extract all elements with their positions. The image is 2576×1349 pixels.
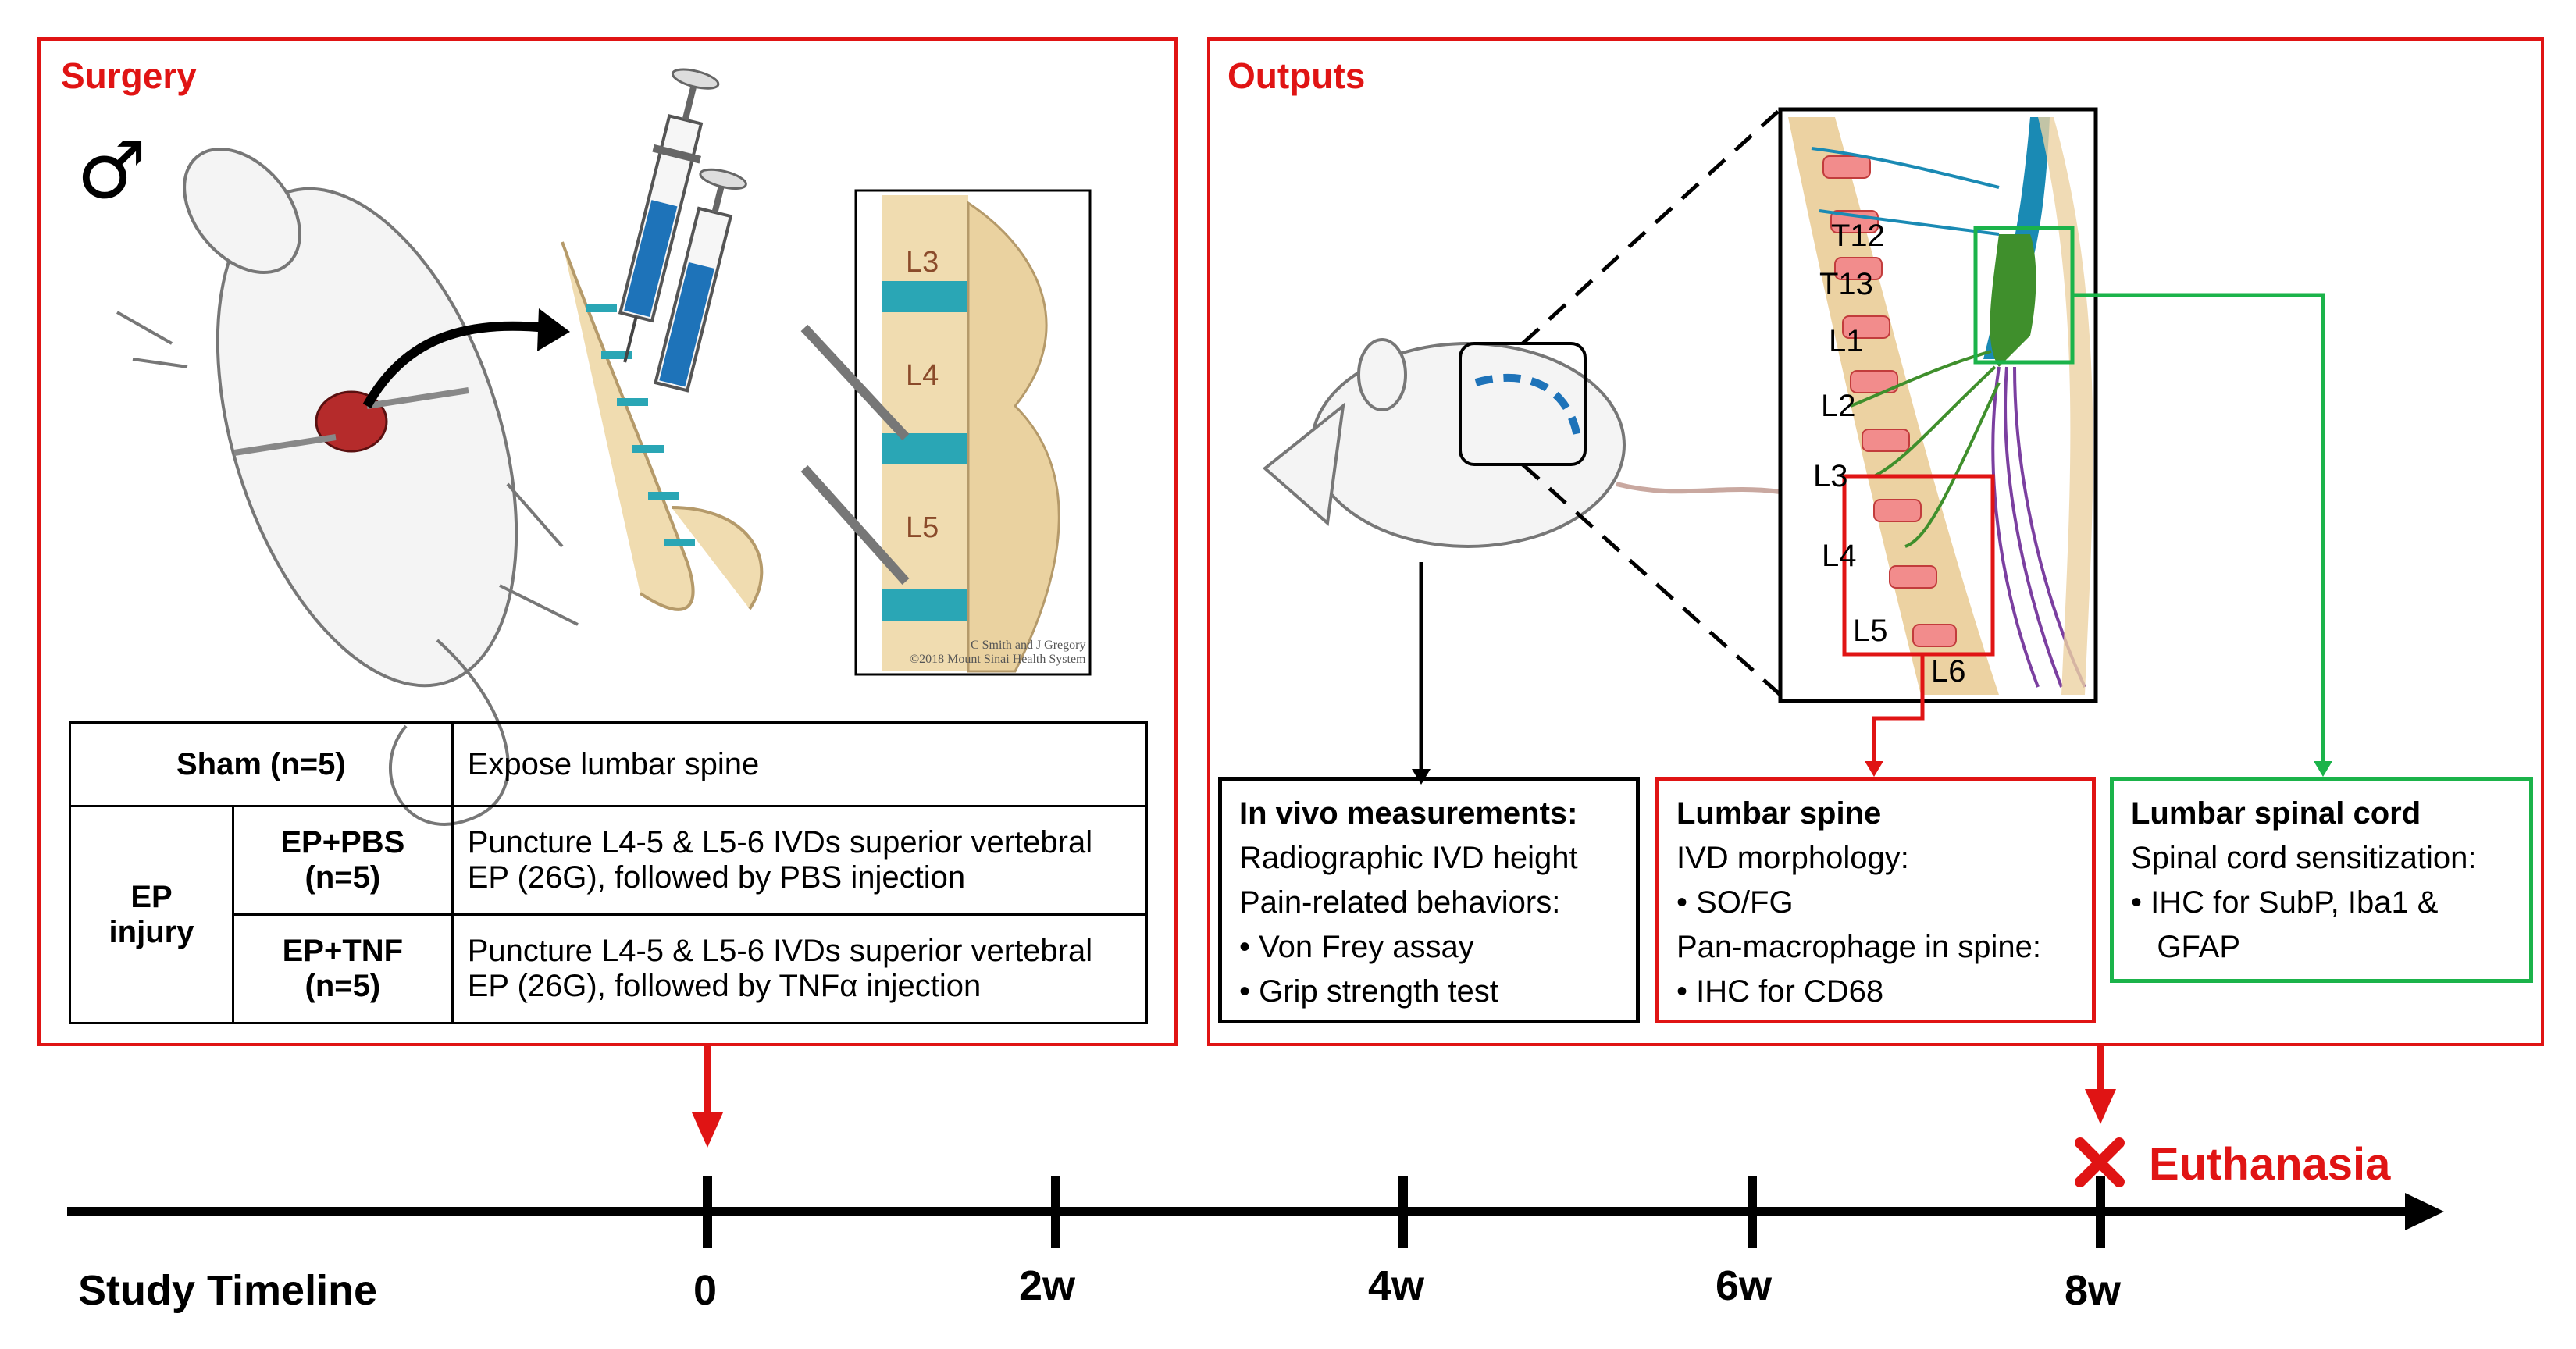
copyright-text: C Smith and J Gregory ©2018 Mount Sinai … bbox=[910, 639, 1086, 666]
procedure-sham: Expose lumbar spine bbox=[451, 721, 1149, 807]
spinal-cord-line: Spinal cord sensitization: bbox=[2131, 841, 2477, 875]
spinal-cord-box: Lumbar spinal cord Spinal cord sensitiza… bbox=[2110, 777, 2533, 983]
in-vivo-line: Pain-related behaviors: bbox=[1239, 885, 1561, 920]
spine-sagittal-illustration bbox=[1788, 117, 2093, 695]
lumbar-spine-line: IVD morphology: bbox=[1676, 841, 1909, 875]
timeline-ticks bbox=[703, 1176, 2105, 1248]
timeline-arrowhead bbox=[2405, 1193, 2444, 1230]
syringe-1-icon bbox=[618, 68, 720, 363]
procedure-line: EP (26G), followed by PBS injection bbox=[467, 860, 966, 895]
lumbar-spine-box: Lumbar spine IVD morphology: • SO/FG Pan… bbox=[1655, 777, 2096, 1023]
table-row: EP+TNF (n=5) Puncture L4-5 & L5-6 IVDs s… bbox=[70, 913, 1149, 1024]
zoom-label-l4: L4 bbox=[906, 359, 939, 392]
tick-label-2w: 2w bbox=[1019, 1262, 1076, 1309]
zoom-label-l5: L5 bbox=[906, 511, 939, 544]
spine-level-l4: L4 bbox=[1822, 539, 1857, 573]
in-vivo-line: • Von Frey assay bbox=[1239, 930, 1474, 964]
spine-level-t12: T12 bbox=[1831, 219, 1885, 253]
euthanasia-cross-icon bbox=[2075, 1137, 2125, 1187]
zoom-line-bottom bbox=[1521, 463, 1782, 696]
outputs-panel bbox=[1207, 37, 2544, 1046]
spine-level-l1: L1 bbox=[1829, 324, 1864, 358]
syringe-2-icon bbox=[654, 168, 747, 393]
curved-arrow bbox=[362, 321, 547, 408]
group-ep-pbs: EP+PBS (n=5) bbox=[232, 805, 454, 916]
tick-label-0: 0 bbox=[693, 1267, 718, 1314]
in-vivo-heading: In vivo measurements: bbox=[1239, 796, 1578, 831]
spine-level-l6: L6 bbox=[1931, 654, 1966, 689]
tick-label-6w: 6w bbox=[1716, 1262, 1773, 1309]
in-vivo-line: Radiographic IVD height bbox=[1239, 841, 1578, 875]
group-table: Sham (n=5) Expose lumbar spine EP injury… bbox=[69, 721, 1149, 1024]
in-vivo-line: • Grip strength test bbox=[1239, 974, 1498, 1009]
lumbar-spine-heading: Lumbar spine bbox=[1676, 796, 1882, 831]
connector-green bbox=[2072, 293, 2325, 763]
lumbar-spine-line: • SO/FG bbox=[1676, 885, 1794, 920]
procedure-ep-tnf: Puncture L4-5 & L5-6 IVDs superior verte… bbox=[451, 913, 1149, 1024]
procedure-line: EP (26G), followed by TNFα injection bbox=[467, 969, 982, 1003]
timeline-pointer-arrows bbox=[692, 1046, 2116, 1148]
spinal-cord-line: GFAP bbox=[2131, 930, 2241, 964]
lumbar-spine-roi bbox=[1842, 474, 1995, 657]
male-symbol-icon: ♂ bbox=[77, 125, 147, 216]
rat-surgery-illustration bbox=[116, 148, 579, 826]
spine-level-l2: L2 bbox=[1821, 389, 1856, 423]
group-ep-tnf: EP+TNF (n=5) bbox=[232, 913, 454, 1024]
procedure-ep-pbs: Puncture L4-5 & L5-6 IVDs superior verte… bbox=[451, 805, 1149, 916]
procedure-line: Puncture L4-5 & L5-6 IVDs superior verte… bbox=[467, 825, 1093, 860]
tick-label-8w: 8w bbox=[2065, 1267, 2122, 1314]
spinal-cord-heading: Lumbar spinal cord bbox=[2131, 796, 2421, 831]
spinal-cord-line: • IHC for SubP, Iba1 & bbox=[2131, 885, 2439, 920]
group-sham: Sham (n=5) bbox=[69, 721, 454, 807]
spine-level-l3: L3 bbox=[1813, 459, 1848, 493]
table-row: Sham (n=5) Expose lumbar spine bbox=[69, 721, 1149, 807]
group-ep-injury: EP injury bbox=[69, 805, 234, 1024]
zoom-spine-illustration bbox=[800, 195, 1060, 673]
spine-level-l5: L5 bbox=[1853, 614, 1888, 648]
timeline-title: Study Timeline bbox=[78, 1267, 378, 1314]
zoom-line-top bbox=[1521, 108, 1782, 345]
connector-red bbox=[1872, 654, 1925, 763]
procedure-line: Puncture L4-5 & L5-6 IVDs superior verte… bbox=[467, 934, 1093, 968]
zoom-label-l3: L3 bbox=[906, 246, 939, 279]
table-row: EP injury EP+PBS (n=5) Puncture L4-5 & L… bbox=[69, 805, 1149, 1024]
lumbar-spine-line: Pan-macrophage in spine: bbox=[1676, 930, 2041, 964]
small-spine-illustration bbox=[561, 241, 764, 611]
surgery-panel bbox=[37, 37, 1178, 1046]
euthanasia-label: Euthanasia bbox=[2149, 1139, 2391, 1190]
lumbar-spine-line: • IHC for CD68 bbox=[1676, 974, 1884, 1009]
outputs-title: Outputs bbox=[1227, 55, 1366, 96]
tick-label-4w: 4w bbox=[1368, 1262, 1425, 1309]
spine-level-t13: T13 bbox=[1819, 267, 1873, 301]
in-vivo-box: In vivo measurements: Radiographic IVD h… bbox=[1218, 777, 1640, 1023]
surgery-title: Surgery bbox=[61, 55, 197, 96]
